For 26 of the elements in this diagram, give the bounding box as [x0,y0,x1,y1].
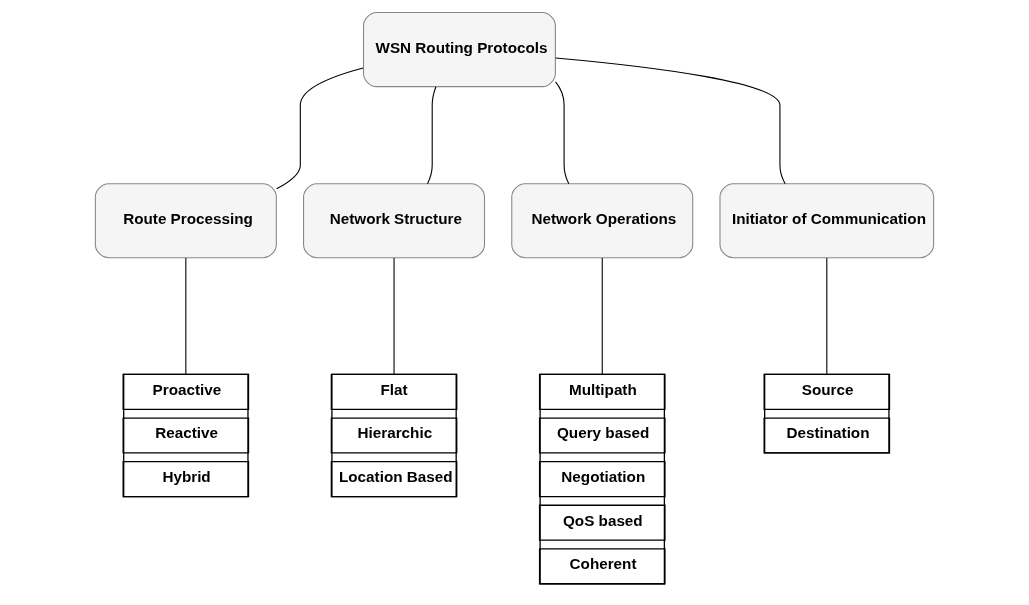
connector [393,257,395,375]
node-box: Destination [763,417,891,454]
node-box: Coherent [538,548,666,585]
node-box: QoS based [538,504,666,541]
node-box: Hierarchic [330,417,458,454]
node-box: Reactive [122,417,250,454]
connector [555,81,570,185]
node-box: Initiator of Communication [719,183,935,259]
connector [185,257,187,375]
connector [555,57,786,185]
node-box: Location Based [330,461,458,498]
node-box: Source [763,373,891,410]
connector [601,257,603,375]
node-box: Network Operations [511,183,694,259]
node-box: Query based [538,417,666,454]
node-box: Multipath [538,373,666,410]
node-box: Proactive [122,373,250,410]
node-box: Route Processing [94,183,277,259]
node-box: Flat [330,373,458,410]
connector [826,257,828,375]
node-box: WSN Routing Protocols [362,12,556,88]
node-box: Network Structure [303,183,486,259]
connector [276,67,364,190]
node-box: Negotiation [538,461,666,498]
node-box: Hybrid [122,461,250,498]
connector [426,86,437,185]
